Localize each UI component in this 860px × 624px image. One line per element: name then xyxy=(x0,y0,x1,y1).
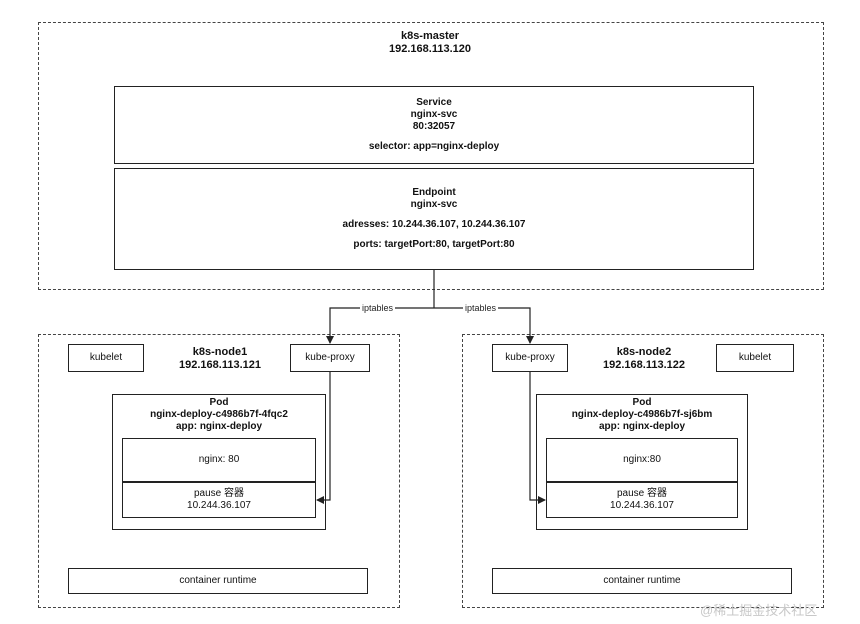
node2-pod-title: Pod xyxy=(632,397,652,408)
service-name: nginx-svc xyxy=(410,109,458,120)
node2-pause-label: pause 容器 xyxy=(616,488,668,499)
master-header: k8s-master 192.168.113.120 xyxy=(330,30,530,56)
service-selector: selector: app=nginx-deploy xyxy=(368,141,500,152)
endpoint-addresses: adresses: 10.244.36.107, 10.244.36.107 xyxy=(342,219,526,230)
node1-kubelet-box[interactable]: kubelet xyxy=(68,344,144,372)
master-ip: 192.168.113.120 xyxy=(389,43,471,55)
node1-kube-proxy-label: kube-proxy xyxy=(305,352,355,363)
node1-pause-label: pause 容器 xyxy=(193,488,245,499)
iptables-connector-left xyxy=(326,307,434,344)
node1-proxy-to-pause-connector xyxy=(316,372,331,504)
watermark: @稀土掘金技术社区 xyxy=(700,603,818,618)
node2-title: k8s-node2 xyxy=(616,346,672,358)
node2-pod-header: Pod nginx-deploy-c4986b7f-sj6bm app: ngi… xyxy=(536,397,748,433)
node2-pause-container[interactable]: pause 容器 10.244.36.107 xyxy=(546,482,738,518)
service-title: Service xyxy=(416,97,452,108)
node1-pod-name: nginx-deploy-c4986b7f-4fqc2 xyxy=(150,409,288,420)
node1-pause-container[interactable]: pause 容器 10.244.36.107 xyxy=(122,482,316,518)
node2-pod-name: nginx-deploy-c4986b7f-sj6bm xyxy=(571,409,713,420)
node1-ip: 192.168.113.121 xyxy=(179,359,261,371)
service-box[interactable]: Service nginx-svc 80:32057 selector: app… xyxy=(114,86,754,164)
node2-kubelet-label: kubelet xyxy=(738,352,772,363)
node2-nginx-label: nginx:80 xyxy=(623,454,661,465)
iptables-connector-right xyxy=(434,307,534,344)
service-port: 80:32057 xyxy=(412,121,456,132)
node2-boundary xyxy=(462,334,824,608)
iptables-label-left: iptables xyxy=(360,303,396,313)
node2-pause-ip: 10.244.36.107 xyxy=(610,500,674,511)
node1-nginx-label: nginx: 80 xyxy=(198,454,240,465)
node1-pause-ip: 10.244.36.107 xyxy=(187,500,251,511)
node2-runtime-label: container runtime xyxy=(603,575,681,586)
node1-pod-label: app: nginx-deploy xyxy=(175,421,263,432)
node1-boundary xyxy=(38,334,400,608)
node1-kube-proxy-box[interactable]: kube-proxy xyxy=(290,344,370,372)
node2-runtime-box[interactable]: container runtime xyxy=(492,568,792,594)
endpoint-name: nginx-svc xyxy=(410,199,458,210)
master-title: k8s-master xyxy=(400,30,460,42)
node2-nginx-container[interactable]: nginx:80 xyxy=(546,438,738,482)
node1-nginx-container[interactable]: nginx: 80 xyxy=(122,438,316,482)
node2-ip: 192.168.113.122 xyxy=(603,359,685,371)
node1-kubelet-label: kubelet xyxy=(89,352,123,363)
endpoint-box[interactable]: Endpoint nginx-svc adresses: 10.244.36.1… xyxy=(114,168,754,270)
node1-runtime-label: container runtime xyxy=(179,575,257,586)
endpoint-ports: ports: targetPort:80, targetPort:80 xyxy=(353,239,515,250)
node1-runtime-box[interactable]: container runtime xyxy=(68,568,368,594)
node2-pod-label: app: nginx-deploy xyxy=(598,421,686,432)
node2-kubelet-box[interactable]: kubelet xyxy=(716,344,794,372)
node1-pod-header: Pod nginx-deploy-c4986b7f-4fqc2 app: ngi… xyxy=(112,397,326,433)
node1-header: k8s-node1 192.168.113.121 xyxy=(150,346,290,372)
node2-kube-proxy-label: kube-proxy xyxy=(505,352,555,363)
node2-kube-proxy-box[interactable]: kube-proxy xyxy=(492,344,568,372)
master-node-boundary xyxy=(38,22,824,290)
node1-title: k8s-node1 xyxy=(192,346,248,358)
node2-proxy-to-pause-connector xyxy=(529,372,546,504)
iptables-label-right: iptables xyxy=(463,303,499,313)
endpoint-title: Endpoint xyxy=(412,187,456,198)
node1-pod-title: Pod xyxy=(209,397,229,408)
node2-header: k8s-node2 192.168.113.122 xyxy=(574,346,714,372)
